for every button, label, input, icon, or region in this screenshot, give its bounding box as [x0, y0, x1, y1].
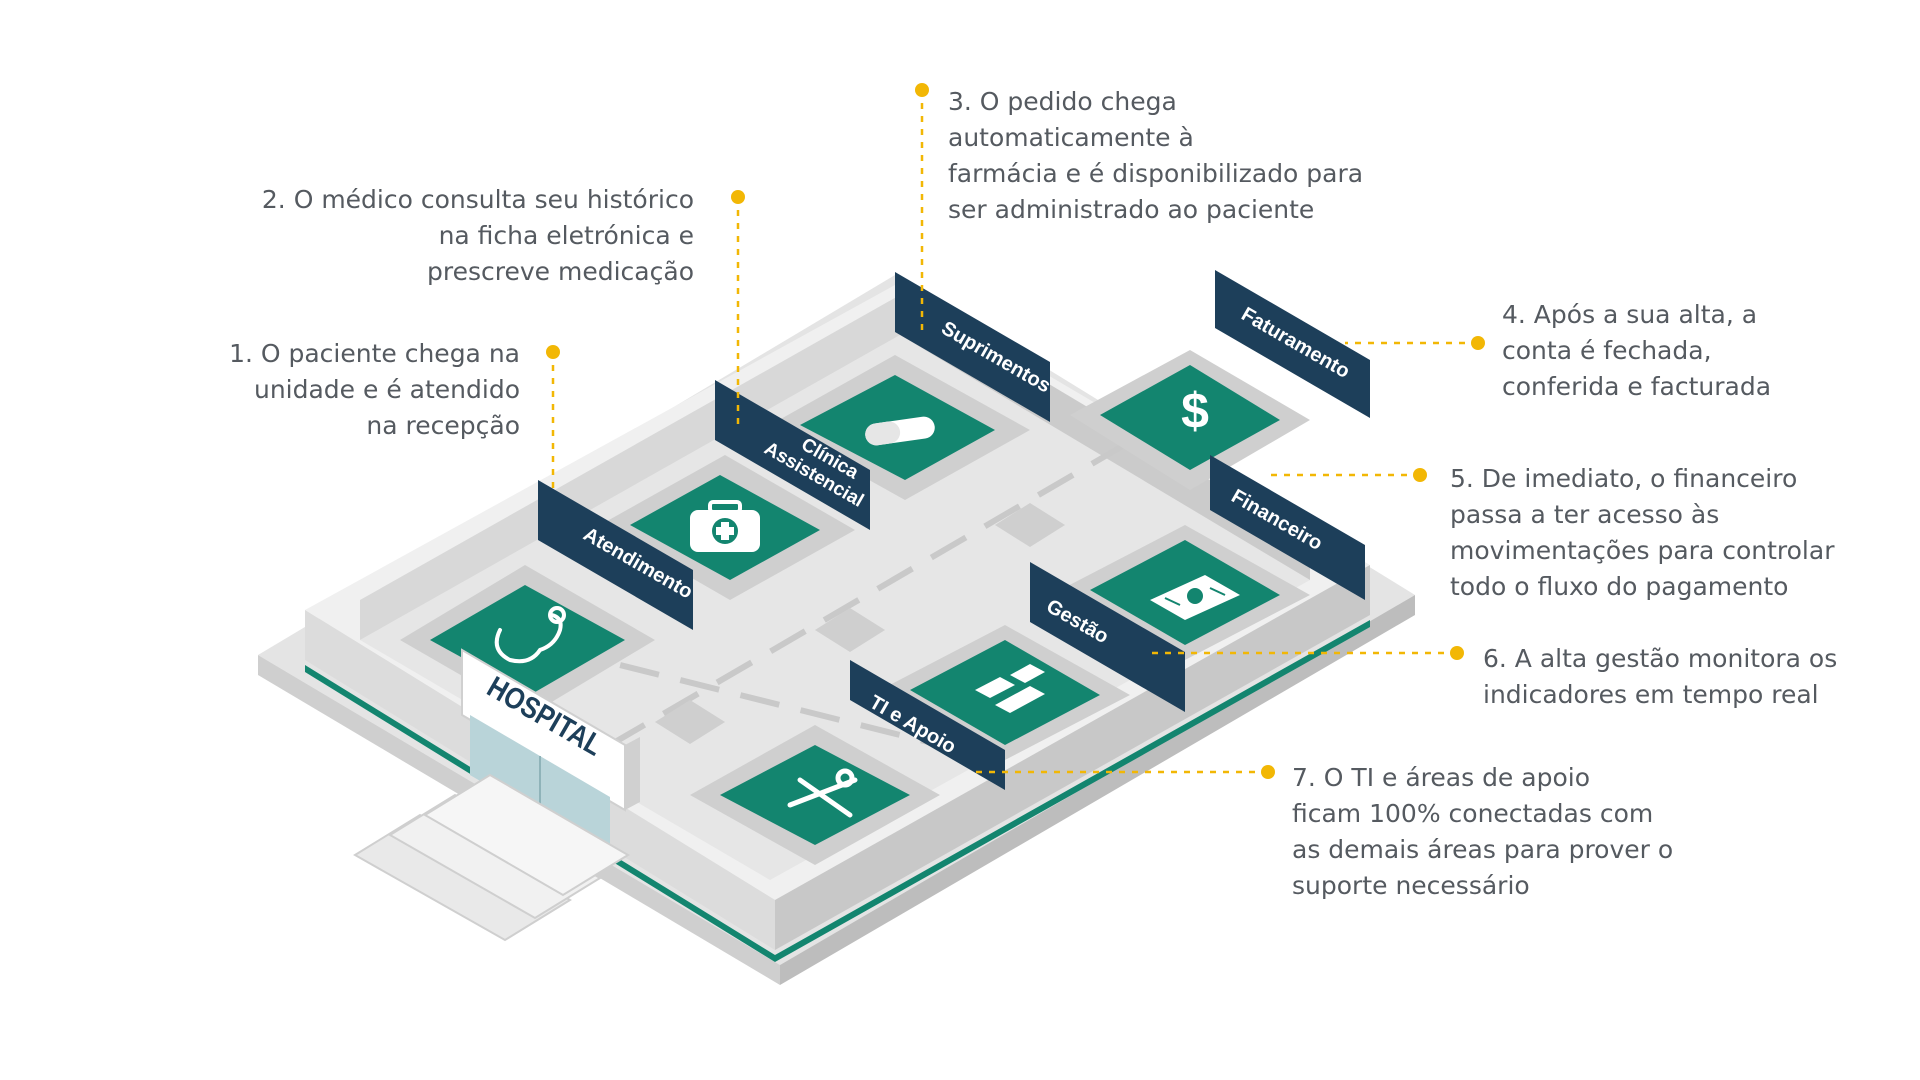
banknotes-icon	[1150, 575, 1240, 620]
step-3-caption: 3. O pedido chega automaticamente à farm…	[948, 87, 1364, 224]
step-5-caption: 5. De imediato, o financeiro passa a ter…	[1450, 464, 1835, 601]
corridor-junctions	[655, 503, 1065, 744]
step-6-caption: 6. A alta gestão monitora os indicadores…	[1483, 644, 1838, 709]
room-atendimento	[400, 565, 655, 715]
step-4-caption: 4. Após a sua alta, a conta é fechada, c…	[1502, 300, 1772, 401]
connector-dot-2	[731, 190, 745, 204]
room-gestao	[880, 625, 1130, 760]
connector-dots	[546, 83, 1485, 779]
step-1-caption: 1. O paciente chega na unidade e é atend…	[229, 339, 520, 440]
step-2-caption: 2. O médico consulta seu histórico na fi…	[261, 185, 694, 286]
connector-dot-5	[1413, 468, 1427, 482]
step-7-caption: 7. O TI e áreas de apoio ficam 100% cone…	[1292, 763, 1674, 900]
pill-capsule-icon	[865, 416, 935, 446]
dollar-sign-icon: $	[1181, 383, 1209, 439]
connector-dot-7	[1261, 765, 1275, 779]
svg-text:$: $	[1181, 383, 1209, 439]
entrance-steps	[353, 773, 630, 942]
stethoscope-icon	[494, 606, 566, 664]
connector-dot-6	[1450, 646, 1464, 660]
connector-dot-3	[915, 83, 929, 97]
medical-kit-icon	[690, 500, 760, 552]
bar-chart-icon	[975, 664, 1045, 713]
room-faturamento	[1070, 350, 1310, 490]
connector-dot-1	[546, 345, 560, 359]
tools-icon	[787, 768, 858, 818]
connector-lines	[551, 90, 1478, 774]
connector-dot-4	[1471, 336, 1485, 350]
